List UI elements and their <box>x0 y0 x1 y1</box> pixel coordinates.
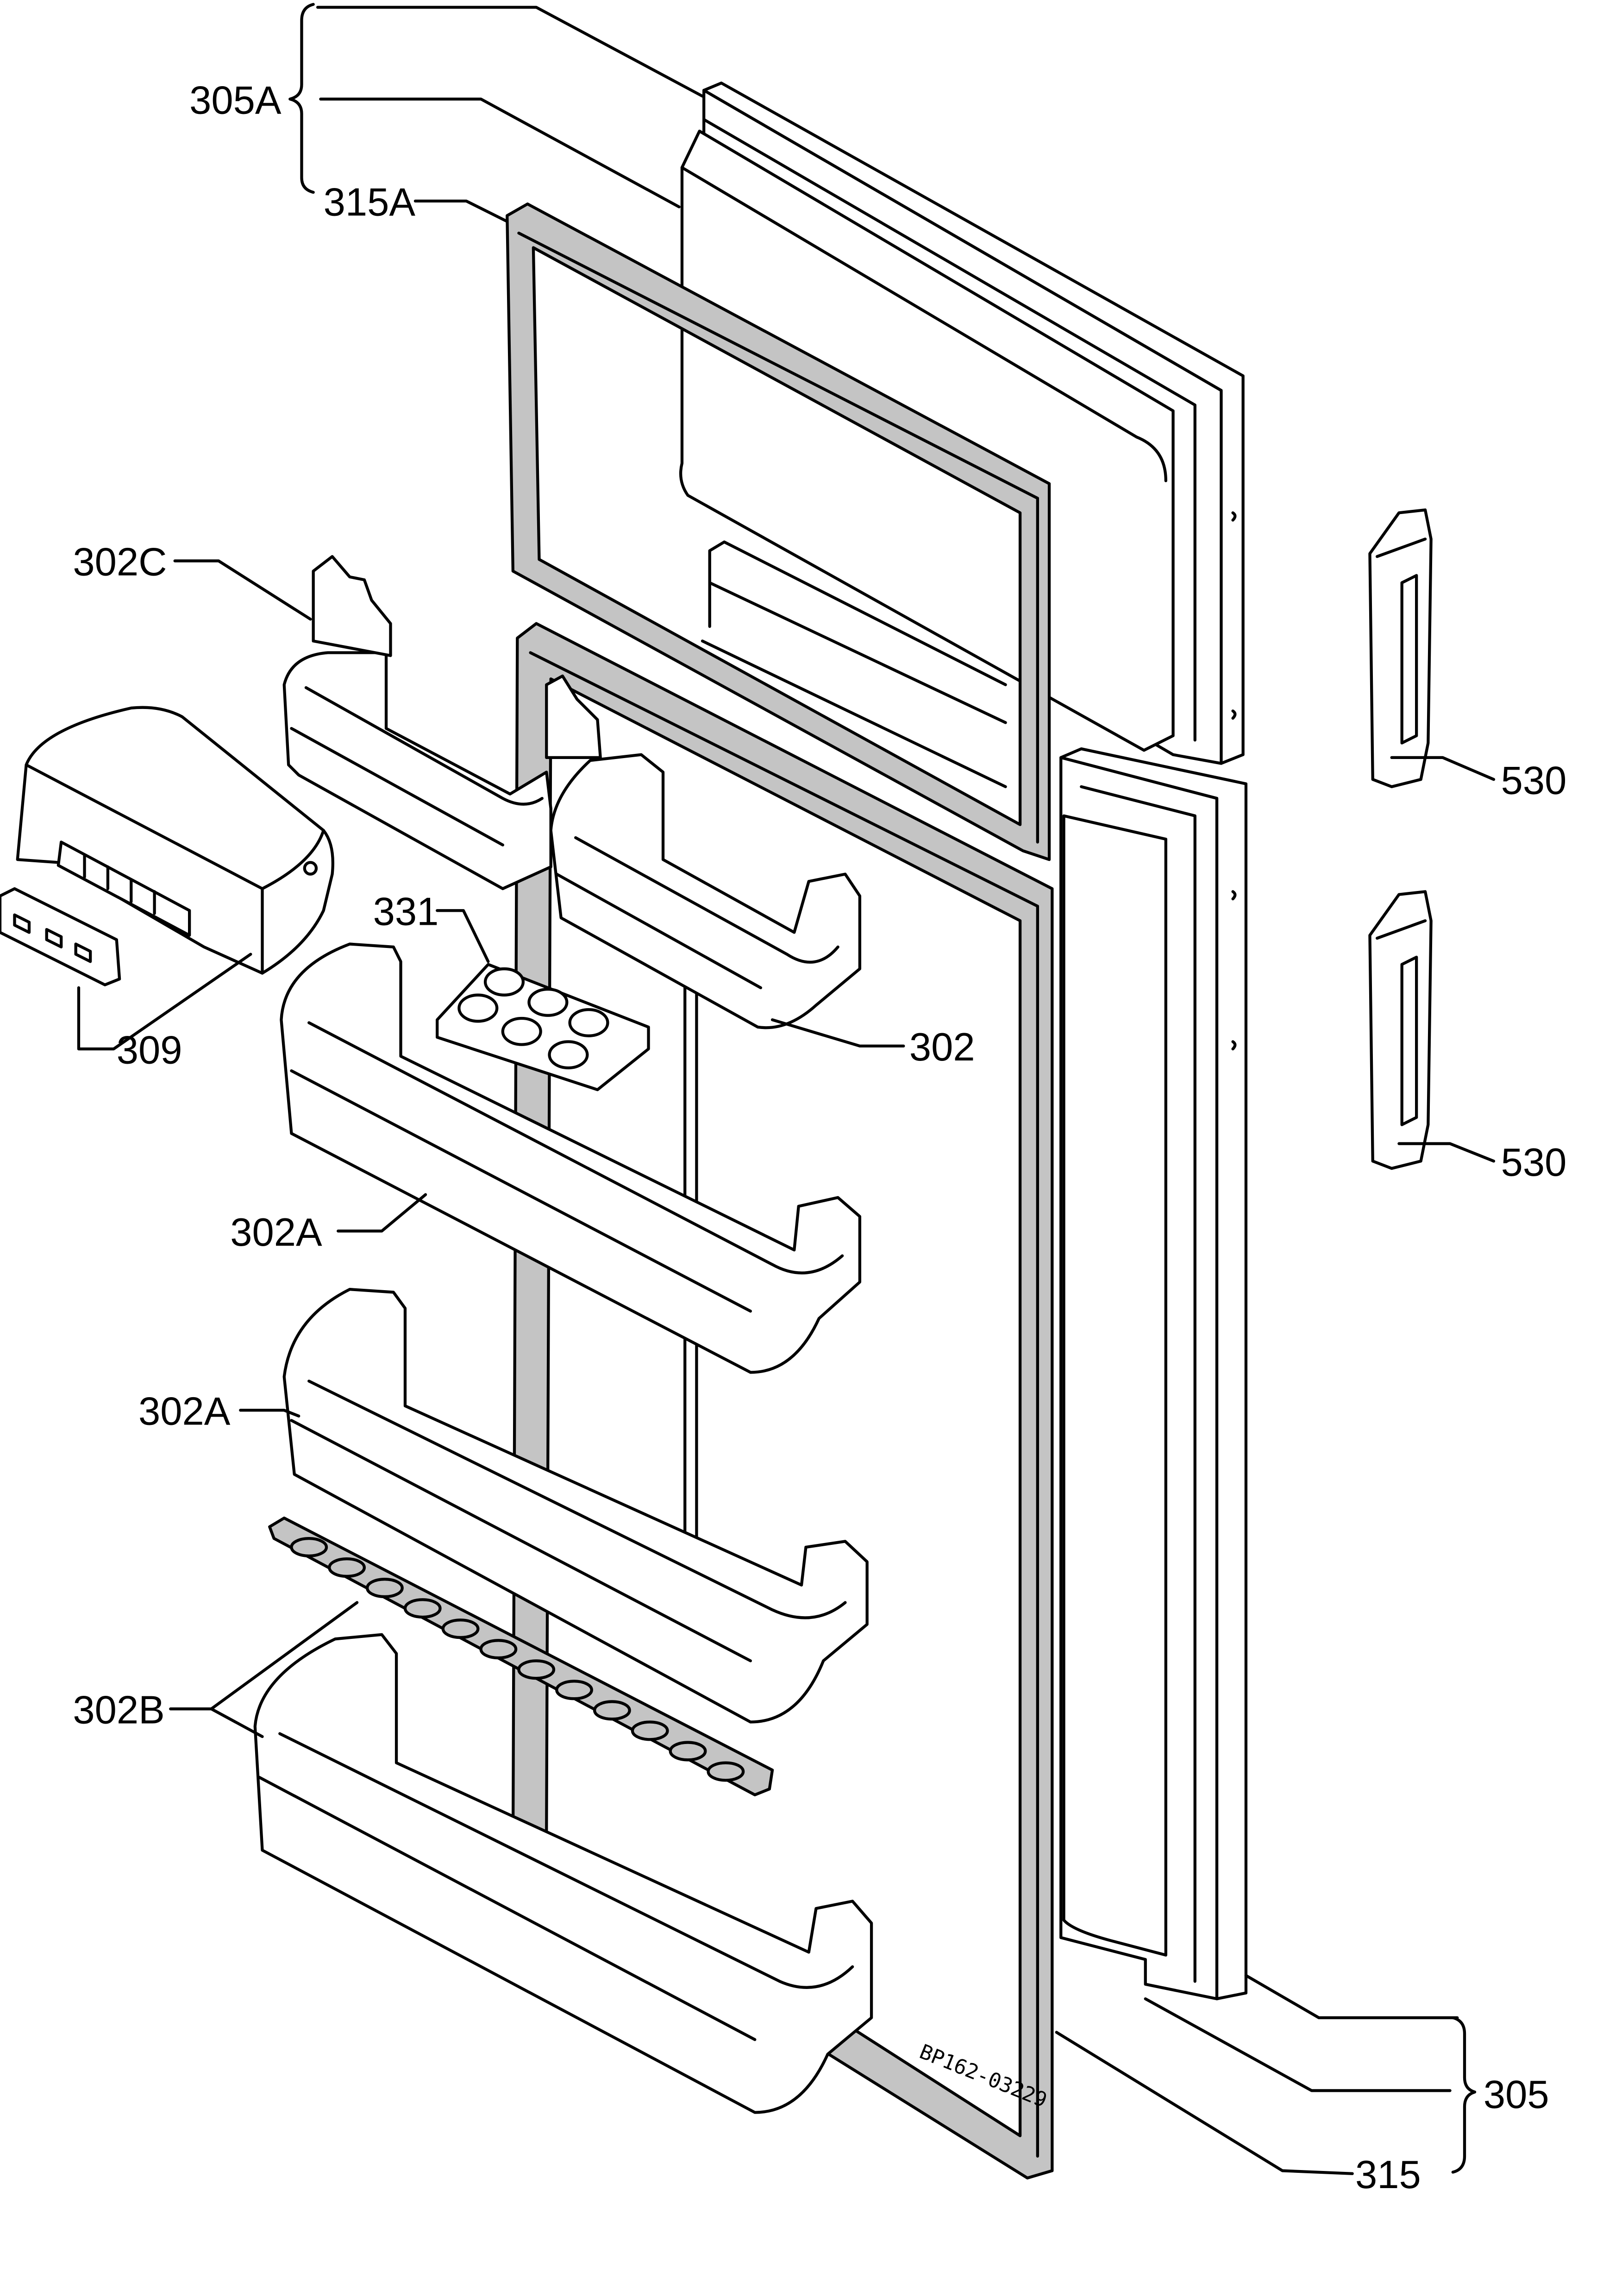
shelf-302c <box>282 555 602 891</box>
label-302c: 302C <box>73 540 167 584</box>
shelf-302 <box>549 753 862 1029</box>
shelf-302b <box>253 1633 873 2114</box>
lower-door-panel <box>1059 747 1248 2001</box>
butter-box <box>16 706 334 975</box>
label-302a-lower: 302A <box>138 1390 231 1434</box>
label-302b: 302B <box>73 1688 164 1732</box>
upper-door-panel <box>679 82 1245 788</box>
leader-lines <box>77 3 1496 2175</box>
label-315: 315 <box>1355 2153 1421 2197</box>
label-309: 309 <box>117 1029 182 1073</box>
brace-305a <box>288 3 315 194</box>
label-305: 305 <box>1484 2073 1549 2117</box>
label-530-lower: 530 <box>1501 1141 1567 1185</box>
butter-box-latch <box>0 887 121 986</box>
label-315a: 315A <box>324 181 416 225</box>
handle-lower <box>1368 890 1433 1170</box>
shelf-302a-upper <box>280 942 862 1374</box>
label-305a: 305A <box>189 78 282 122</box>
label-302a-upper: 302A <box>230 1211 322 1255</box>
part-labels: 305A 315A 302C 309 331 302 302A 302A 302… <box>73 78 1566 2197</box>
label-530-upper: 530 <box>1501 759 1567 803</box>
upper-gasket <box>506 202 1051 861</box>
egg-tray <box>436 963 650 1092</box>
label-302: 302 <box>909 1025 975 1069</box>
handle-upper <box>1368 508 1433 788</box>
bottle-retainer-strip <box>268 1516 774 1796</box>
label-331: 331 <box>373 890 439 934</box>
shelf-302a-lower <box>282 1288 869 1724</box>
brace-305 <box>1451 2016 1477 2174</box>
